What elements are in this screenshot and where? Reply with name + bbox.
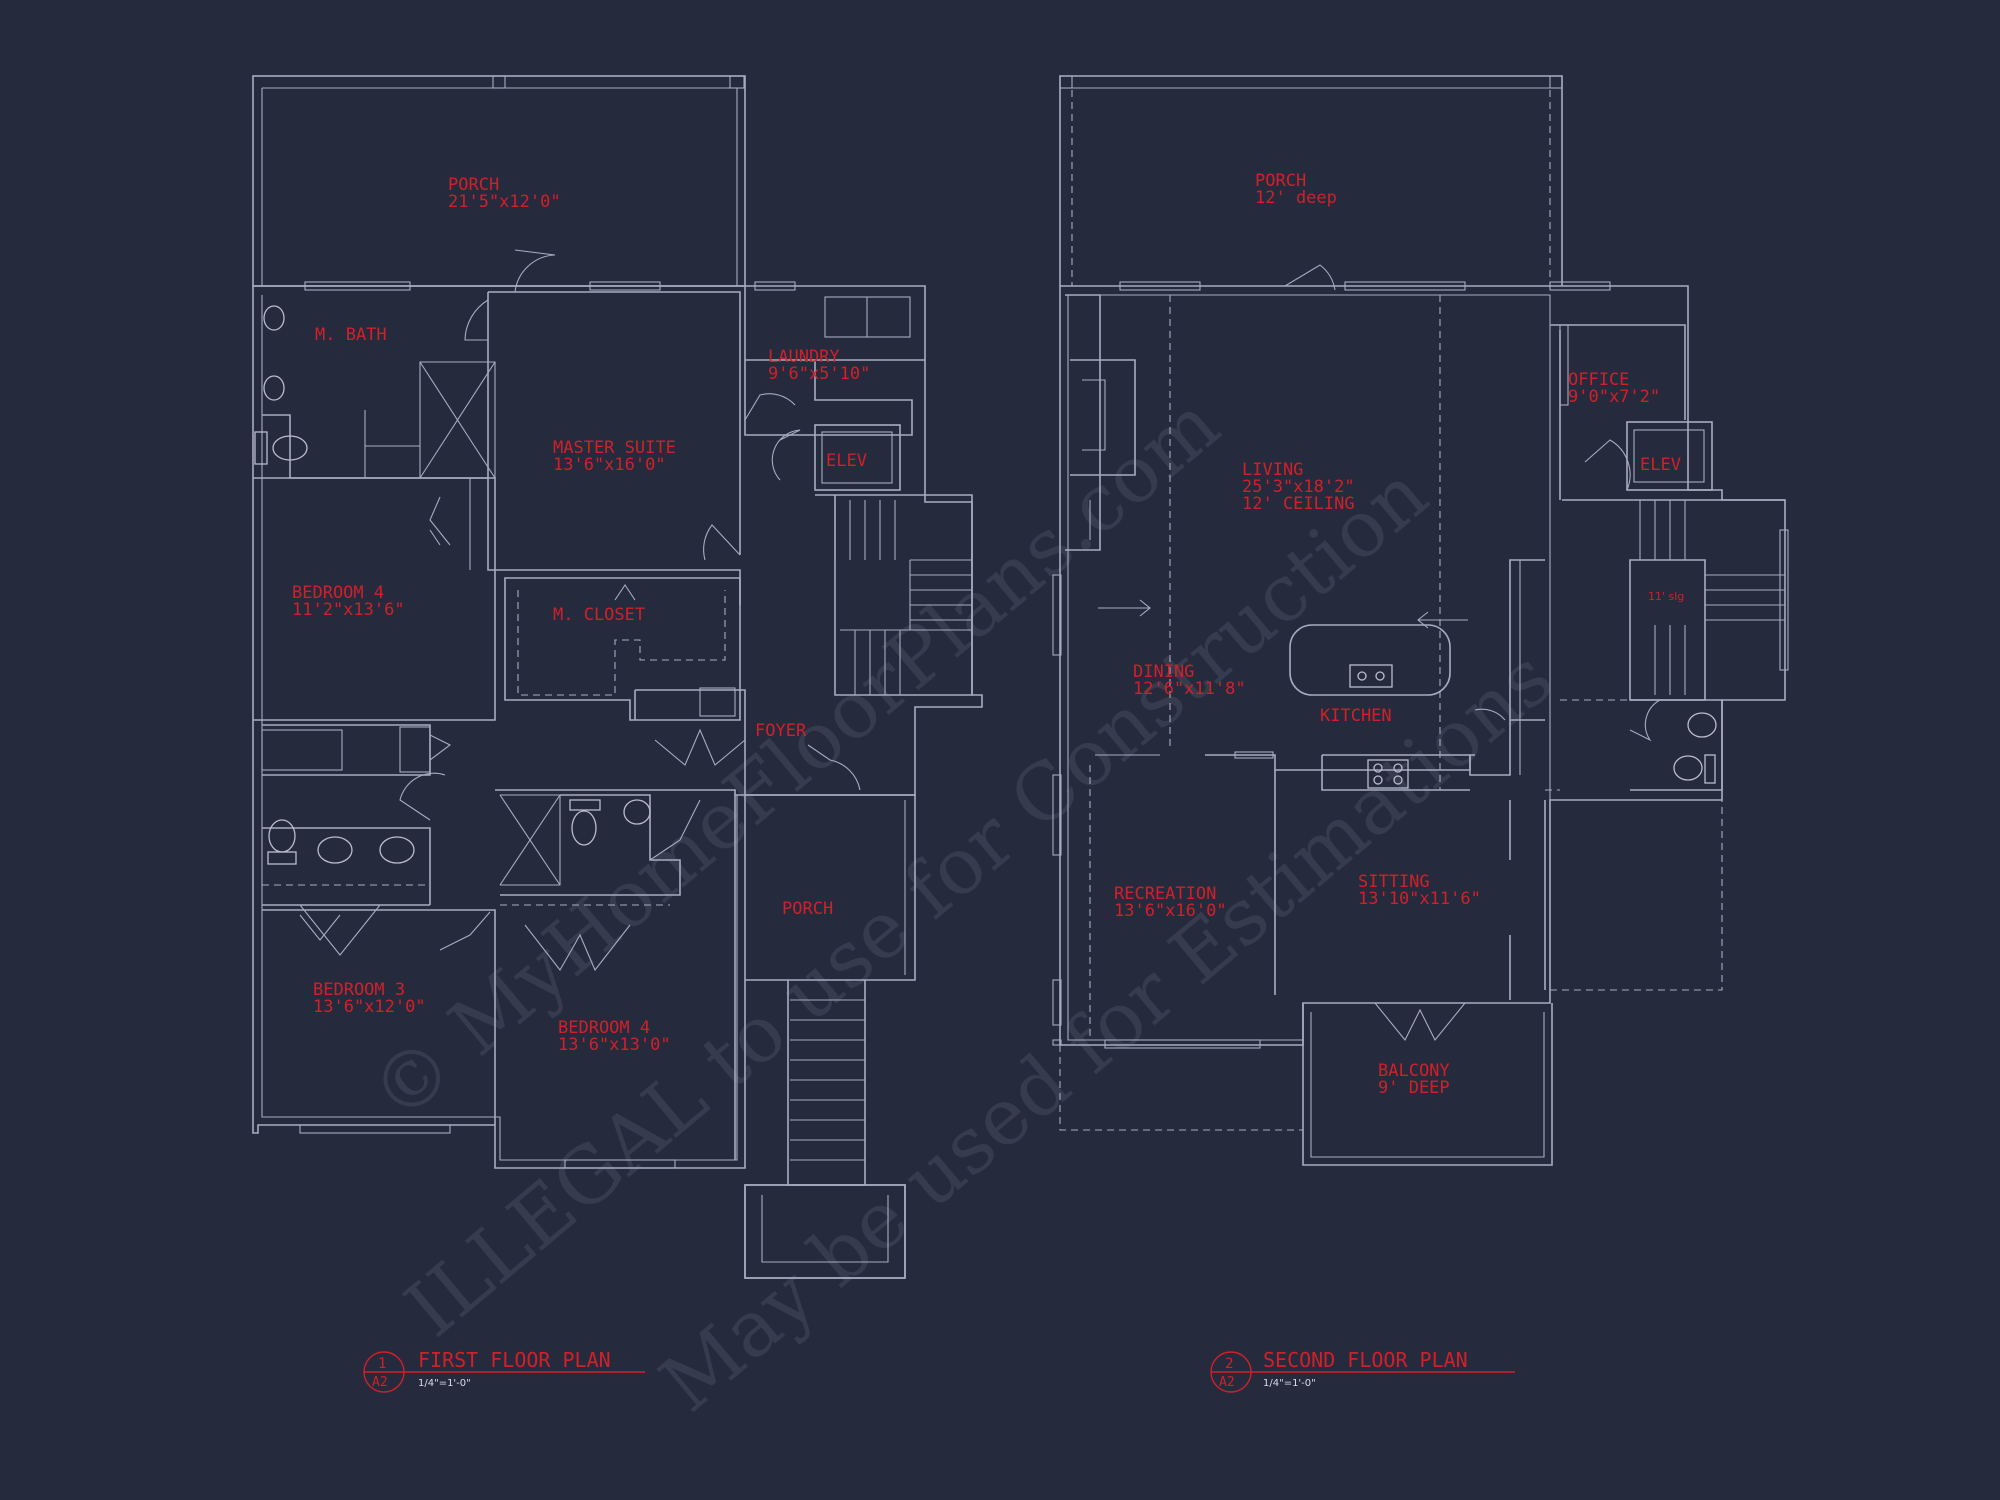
room-label: SITTING — [1358, 872, 1430, 892]
first-floor-plan — [252, 75, 983, 1279]
stair-note: 11' slg — [1648, 590, 1684, 603]
room-label: RECREATION — [1114, 884, 1216, 904]
room-label: MASTER SUITE — [553, 438, 676, 458]
sheet-number: A2 — [372, 1375, 388, 1390]
room-label: PORCH — [1255, 171, 1306, 191]
room-dimensions: 12' deep — [1255, 188, 1337, 208]
room-label: PORCH — [448, 175, 499, 195]
second-floor-labels: PORCH 12' deep LIVING 25'3"x18'2" 12' CE… — [1114, 171, 1684, 1098]
room-label: BEDROOM 4 — [292, 583, 384, 603]
room-dimensions: 13'6"x12'0" — [313, 997, 426, 1017]
plan-title: SECOND FLOOR PLAN — [1263, 1348, 1468, 1372]
second-floor-title-block: 2 A2 SECOND FLOOR PLAN 1/4"=1'-0" — [1210, 1348, 1515, 1393]
room-dimensions: 25'3"x18'2" — [1242, 477, 1355, 497]
room-dimensions: 9' DEEP — [1378, 1078, 1450, 1098]
sheet-number: A2 — [1219, 1375, 1235, 1390]
room-label: ELEV — [1640, 455, 1681, 475]
room-label: M. BATH — [315, 325, 387, 345]
plan-scale: 1/4"=1'-0" — [1263, 1378, 1316, 1389]
plan-title: FIRST FLOOR PLAN — [418, 1348, 611, 1372]
room-dimensions: 21'5"x12'0" — [448, 192, 561, 212]
room-dimensions: 9'0"x7'2" — [1568, 387, 1660, 407]
plan-scale: 1/4"=1'-0" — [418, 1378, 471, 1389]
room-label: M. CLOSET — [553, 605, 645, 625]
room-dimensions: 13'6"x13'0" — [558, 1035, 671, 1055]
room-label: DINING — [1133, 662, 1194, 682]
room-dimensions: 11'2"x13'6" — [292, 600, 405, 620]
room-dimensions: 13'6"x16'0" — [1114, 901, 1227, 921]
room-label: LAUNDRY — [768, 347, 840, 367]
room-label: FOYER — [755, 721, 807, 741]
room-label: KITCHEN — [1320, 706, 1392, 726]
room-label: BEDROOM 4 — [558, 1018, 650, 1038]
first-floor-labels: PORCH 21'5"x12'0" M. BATH LAUNDRY 9'6"x5… — [292, 175, 870, 1055]
room-label: ELEV — [826, 451, 867, 471]
detail-number: 1 — [378, 1356, 386, 1372]
room-dimensions: 13'10"x11'6" — [1358, 889, 1481, 909]
room-dimensions: 12'6"x11'8" — [1133, 679, 1246, 699]
room-dimensions: 9'6"x5'10" — [768, 364, 870, 384]
first-floor-title-block: 1 A2 FIRST FLOOR PLAN 1/4"=1'-0" — [363, 1348, 645, 1393]
room-label: OFFICE — [1568, 370, 1629, 390]
detail-number: 2 — [1225, 1356, 1233, 1372]
second-floor-plan — [1052, 75, 1789, 1166]
room-dimensions: 13'6"x16'0" — [553, 455, 666, 475]
room-note: 12' CEILING — [1242, 494, 1355, 514]
room-label: PORCH — [782, 899, 833, 919]
room-label: LIVING — [1242, 460, 1303, 480]
room-label: BEDROOM 3 — [313, 980, 405, 1000]
room-label: BALCONY — [1378, 1061, 1450, 1081]
